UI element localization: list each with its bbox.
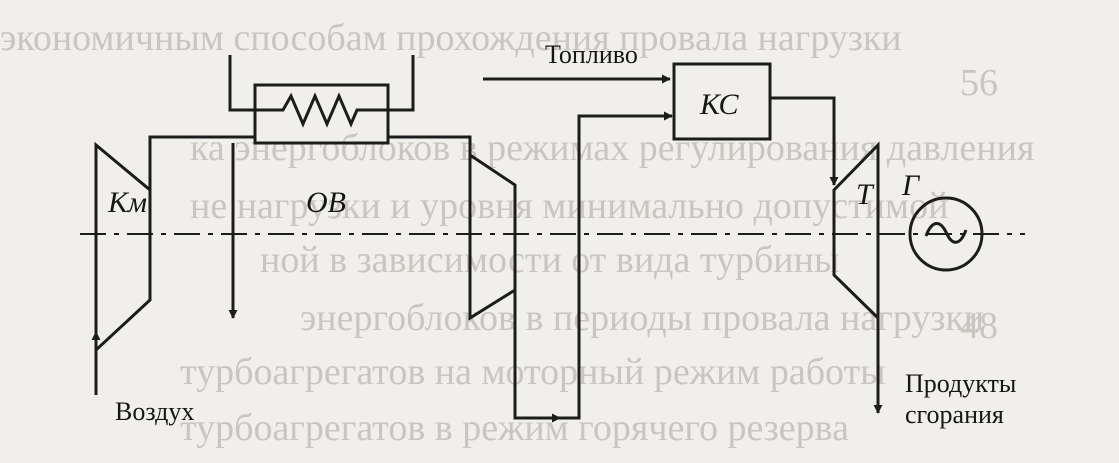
coolant-in-pipe [228, 55, 255, 112]
ghost-scale-48: 48 [960, 305, 998, 347]
compressor-shape [94, 141, 152, 354]
generator-label: Г [901, 169, 921, 202]
ghost-text-line-5: энергоблоков в периоды провала нагрузки [300, 297, 984, 339]
compressor-label: Км [107, 186, 147, 219]
products-label-line-1: Продукты [905, 369, 1016, 398]
ghost-text-line-4: ной в зависимости от вида турбины [260, 239, 840, 281]
air-cooler-box [253, 83, 390, 145]
show-through-text: экономичным способам прохождения провала… [0, 17, 1034, 449]
ghost-scale-56: 56 [960, 62, 998, 104]
second-compressor-shape [468, 152, 517, 321]
compressor-to-cooler-pipe [148, 135, 255, 190]
ghost-text-line-6: турбоагрегатов на моторный режим работы [180, 351, 886, 393]
ghost-text-line-1: экономичным способам прохождения провала… [0, 17, 902, 59]
ghost-text-line-2: ка энергоблоков в режимах регулирования … [190, 127, 1034, 169]
ac-wave-symbol [924, 222, 968, 244]
chamber-to-turbine-pipe [770, 96, 836, 145]
turbine-label: Т [856, 178, 875, 211]
cooler-coil-symbol [255, 92, 388, 128]
air-cooler-label: ОВ [306, 186, 346, 219]
generator-circle [908, 196, 984, 272]
combustion-chamber-box [672, 62, 772, 141]
fuel-label: Топливо [545, 40, 638, 69]
combustion-chamber-label: КС [699, 88, 740, 121]
air-label: Воздух [115, 397, 194, 426]
coolant-out-pipe [388, 55, 415, 112]
riser-pipe [560, 114, 620, 420]
products-label-line-2: сгорания [905, 400, 1004, 429]
turbine-shape [832, 141, 880, 322]
ghost-text-line-3: не нагрузки и уровня минимально допустим… [190, 185, 948, 227]
cooler-to-second-stage-pipe [388, 135, 472, 155]
